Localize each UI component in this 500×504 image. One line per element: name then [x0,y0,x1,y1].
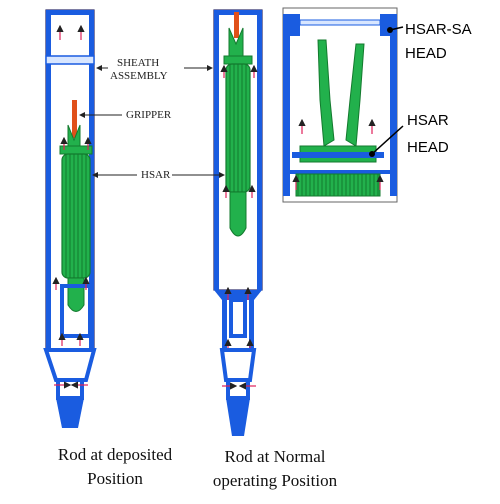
middle-gripper-jaws [228,27,244,57]
left-sheath-taper [43,348,97,382]
inset-wall-left [283,36,290,196]
left-gripper [72,100,77,138]
inset-sa-head-right [380,14,397,36]
left-sheath-upper-band [45,55,95,65]
leader-hsar-head [371,125,404,155]
middle-dashpot-wall-right [249,300,254,350]
inset-wall-right [390,36,397,196]
left-sheath-top-cap [46,10,94,15]
caption-normal-line2: operating Position [212,471,338,490]
caption-normal-line1: Rod at Normal [224,447,326,466]
middle-sheath-neck [226,378,250,400]
label-gripper: GRIPPER [126,109,172,121]
operating-rod-assembly [213,9,263,436]
left-hsar-head [59,145,93,155]
middle-sheath-wall-left [214,10,219,290]
middle-sheath-wall-right [257,10,262,290]
middle-hsar-body [225,63,251,193]
label-sheath-line2: ASSEMBLY [110,70,168,82]
leader-dot-hsar-head [369,151,375,157]
label-hsar: HSAR [141,169,171,181]
caption-deposited-position: Rod at deposited Position [30,443,200,491]
inset-sa-head [283,14,300,36]
inset-sa-head-bar [299,19,381,26]
middle-sheath-nozzle [226,398,250,436]
left-hsar-body [61,153,91,279]
inset-hsar-collar [292,152,384,158]
label-sheath-line1: SHEATH [117,57,159,69]
caption-normal-operating-position: Rod at Normal operating Position [185,445,365,493]
caption-deposited-line2: Position [87,469,143,488]
inset-lower-band [290,170,390,174]
middle-sheath-taper [219,348,257,382]
middle-hsar-head [223,55,253,65]
left-sheath-neck [56,378,84,400]
leader-dot-sa-head [387,27,393,33]
detail-inset: HSAR-SA HEAD HSAR HEAD [282,7,472,203]
left-hsar-bottom [67,277,85,312]
middle-hsar-bottom [229,191,247,237]
middle-dashpot-inner [229,298,247,338]
inset-gripper-finger-left [317,39,335,147]
left-dashpot-tube [60,284,92,338]
deposited-rod-assembly [43,9,97,428]
label-hsar-sa-head-line2: HEAD [405,45,447,62]
left-sheath-nozzle [56,398,84,428]
middle-gripper [234,12,239,38]
left-sheath-wall-left [46,10,51,350]
callouts: SHEATH ASSEMBLY GRIPPER HSAR [79,57,225,181]
middle-dashpot-wall-left [222,300,227,350]
label-hsar-head-line1: HSAR [407,112,449,129]
label-hsar-head-line2: HEAD [407,139,449,156]
caption-deposited-line1: Rod at deposited [57,445,173,464]
inset-lower-green [295,173,381,197]
left-sheath-wall-right [89,10,94,350]
label-hsar-sa-head-line1: HSAR-SA [405,21,472,38]
